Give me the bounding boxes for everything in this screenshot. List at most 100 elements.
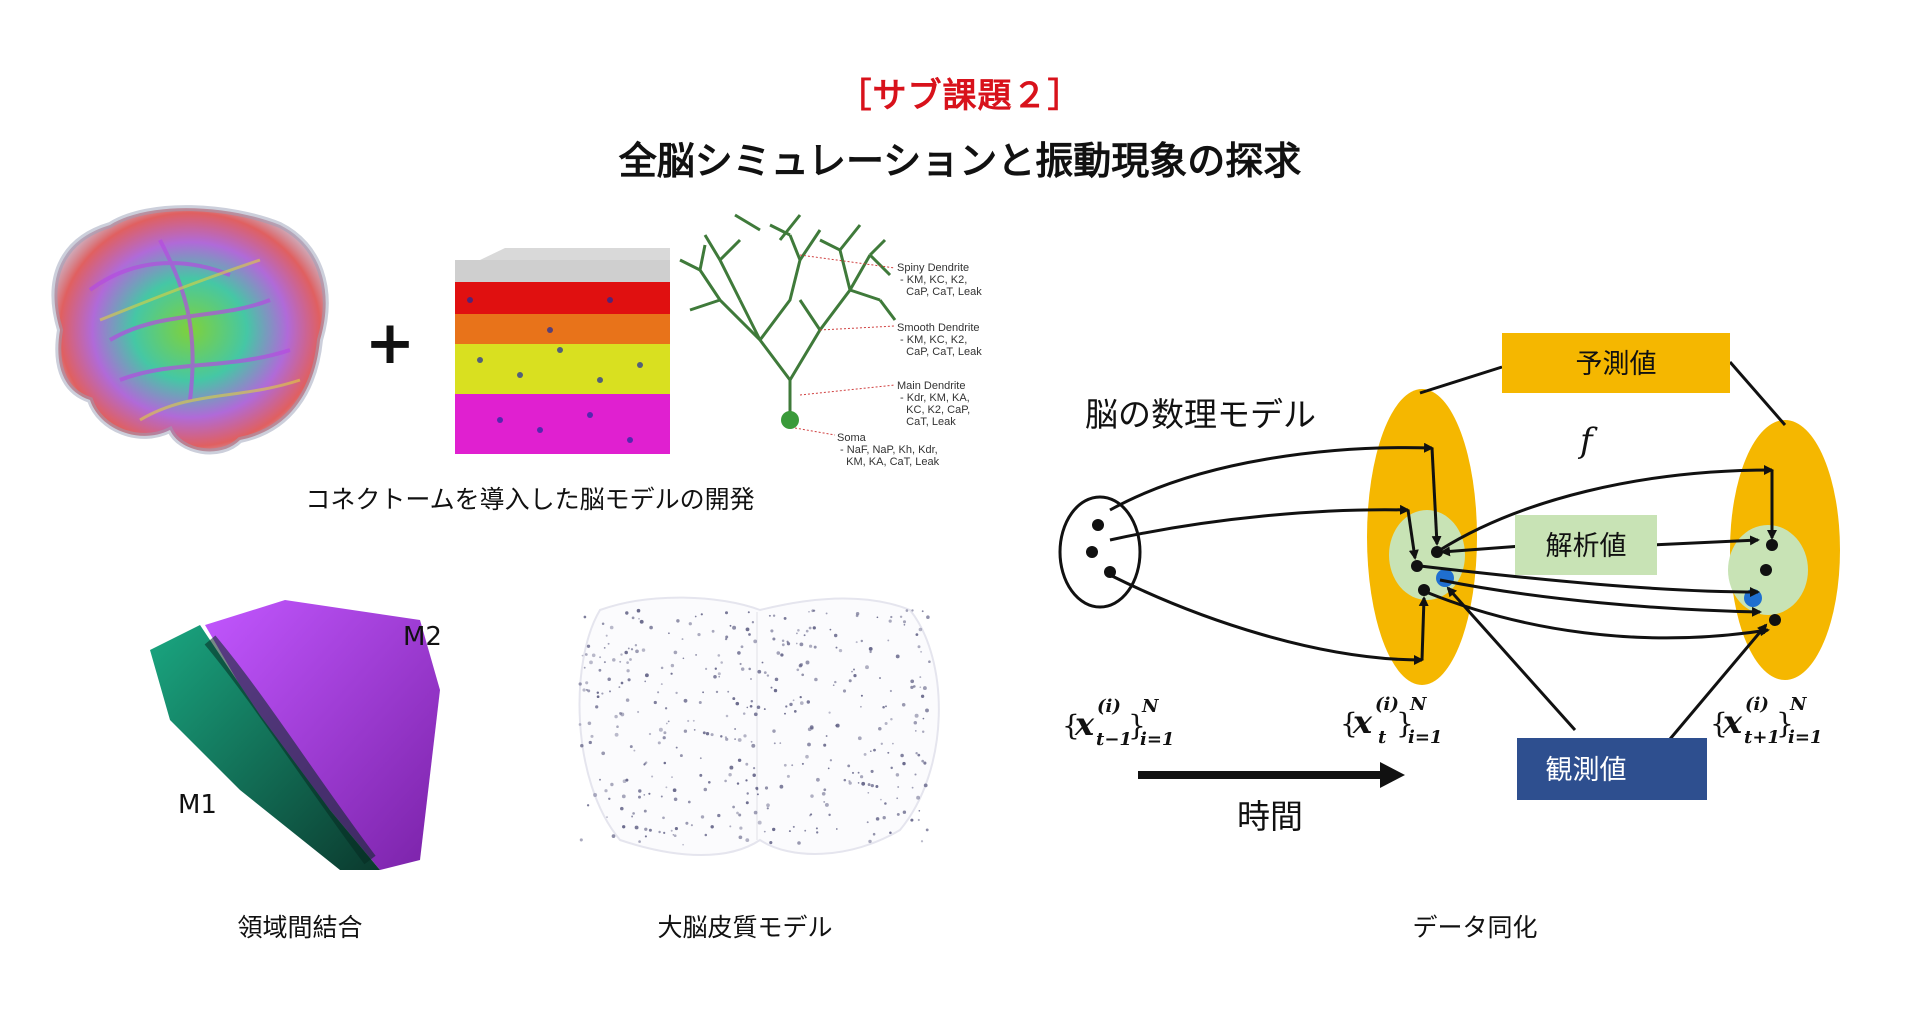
svg-text:x: x xyxy=(1352,703,1373,741)
neuron-dot xyxy=(918,810,921,812)
neuron-dot xyxy=(753,639,758,644)
svg-text:{: { xyxy=(1710,707,1728,740)
neuron-dot xyxy=(914,713,919,718)
neuron-dot xyxy=(724,637,728,641)
neuron-dot xyxy=(663,831,666,834)
neuron-dot xyxy=(627,678,631,682)
neuron-dot xyxy=(869,750,872,753)
neuron-dot xyxy=(685,821,689,825)
neuron-dot xyxy=(810,726,814,730)
neuron-dot xyxy=(870,783,874,788)
neuron-dot xyxy=(797,841,801,845)
neuron-dot xyxy=(922,717,925,720)
neuron-dot xyxy=(780,653,784,657)
neuron-dot xyxy=(804,829,807,832)
neuron-dot xyxy=(657,691,660,694)
neuron-dot xyxy=(875,817,880,821)
neuron-dot xyxy=(724,736,728,739)
neuron-dot xyxy=(698,701,702,704)
neuron-dot xyxy=(603,646,606,649)
neuron-dot xyxy=(660,795,663,798)
neuron-dot xyxy=(616,725,619,728)
neuron-dot xyxy=(766,807,769,810)
neuron-dot xyxy=(620,653,623,656)
neuron-dot xyxy=(878,726,882,731)
neuron-dot xyxy=(725,737,729,741)
neuron-dot xyxy=(644,680,647,683)
neuron-dot xyxy=(892,742,894,745)
neuron-morphology-image xyxy=(679,213,897,429)
neuron-dot xyxy=(928,660,931,663)
neuron-dot xyxy=(919,676,922,679)
neuron-dot xyxy=(911,609,914,612)
neuron-dot xyxy=(658,830,661,834)
neuron-dot xyxy=(622,825,626,829)
neuron-dot xyxy=(658,727,663,732)
neuron-dot xyxy=(847,764,851,768)
neuron-dot xyxy=(764,786,769,790)
neuron-dot xyxy=(876,616,879,619)
neuron-dot xyxy=(683,729,688,733)
neuron-dot xyxy=(632,812,635,815)
neuron-dot xyxy=(853,674,857,678)
main-dendrite-label: Main Dendrite - Kdr, KM, KA, KC, K2, CaP… xyxy=(897,380,971,428)
neuron-dot xyxy=(896,812,900,816)
neuron-dot xyxy=(919,686,922,689)
neuron-dot xyxy=(751,621,755,624)
neuron-dot xyxy=(884,802,887,805)
neuron-dot xyxy=(589,660,593,665)
neuron-dot xyxy=(750,700,754,703)
neuron-dot xyxy=(808,610,810,613)
neuron-dot xyxy=(601,751,606,756)
neuron-dot xyxy=(745,801,749,805)
neuron-dot xyxy=(736,782,740,785)
neuron-dot xyxy=(888,619,892,623)
neuron-dot xyxy=(740,667,745,671)
neuron-dot xyxy=(700,613,703,616)
analysis-box: 解析値 xyxy=(1515,515,1657,575)
neuron-dot xyxy=(604,789,608,793)
neuron-dot xyxy=(865,665,869,670)
neuron-dot xyxy=(779,784,784,789)
neuron-dot xyxy=(724,779,727,783)
neuron-dot xyxy=(682,843,684,846)
neuron-dot xyxy=(868,839,872,844)
neuron-dot xyxy=(638,617,640,620)
neuron-dot xyxy=(910,679,915,684)
neuron-dot xyxy=(842,689,847,693)
neuron-dot xyxy=(882,706,885,709)
neuron-dot xyxy=(897,786,900,788)
neuron-dot xyxy=(785,705,788,708)
neuron-dot xyxy=(848,781,852,785)
neuron-dot xyxy=(855,611,860,616)
neuron-dot xyxy=(857,736,862,741)
neuron-dot xyxy=(588,740,592,745)
neuron-dot xyxy=(896,797,899,800)
neuron-dot xyxy=(643,794,646,796)
neuron-dot xyxy=(578,682,582,686)
neuron-dot xyxy=(732,697,736,701)
neuron-dot xyxy=(807,742,811,747)
neuron-dot xyxy=(763,830,766,833)
neuron-dot xyxy=(838,648,843,653)
neuron-dot xyxy=(670,829,673,832)
neuron-dot xyxy=(920,650,923,653)
svg-text:(i): (i) xyxy=(1097,696,1121,717)
neuron-dot xyxy=(637,710,640,714)
neuron-dot xyxy=(665,786,668,789)
neuron-dot xyxy=(812,626,816,630)
neuron-dot xyxy=(596,691,600,694)
state-label-prev: { x (i) t−1 } N i=1 xyxy=(1062,696,1174,750)
m2-label: M2 xyxy=(403,622,442,652)
cortex-model-image xyxy=(578,596,940,856)
neuron-dot xyxy=(816,777,820,782)
neuron-dot xyxy=(799,701,804,705)
neuron-dot xyxy=(638,789,642,793)
neuron-dot xyxy=(890,718,893,721)
neuron-dot xyxy=(868,646,873,651)
neuron-dot xyxy=(779,742,782,744)
neuron-dot xyxy=(673,797,678,802)
neuron-dot xyxy=(599,656,602,659)
neuron-dot xyxy=(786,774,790,778)
